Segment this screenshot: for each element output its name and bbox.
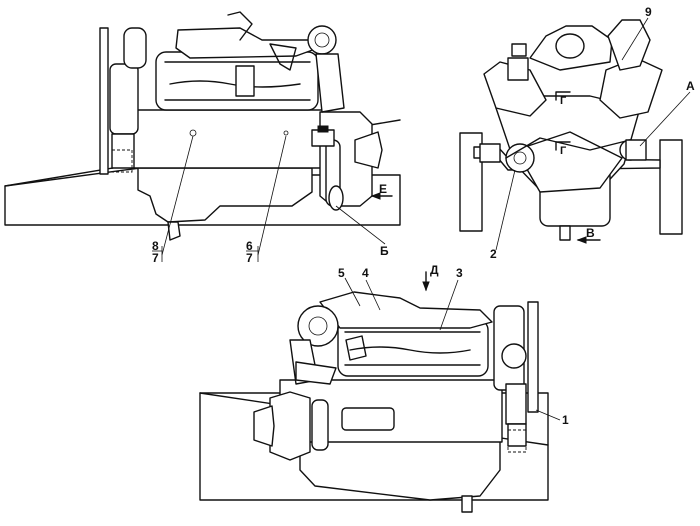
leader-6 [257,135,287,256]
side-view-right [199,271,561,513]
g-marker-top [555,91,571,101]
label-E: Е [379,182,387,196]
front-mount-left [111,133,135,169]
drain-front [559,225,571,241]
filter-front [507,57,529,81]
arrow-V-head [576,236,587,244]
engine-block-left [131,109,326,169]
valve-cover-wave-right [349,346,471,354]
fan-blade-right [527,301,539,413]
timing-cover-front [515,131,623,193]
turbo-center-right [308,316,328,336]
label-B-soft: Б [380,244,389,258]
bracket-bolt-left [317,125,329,133]
label-2: 2 [490,247,497,261]
leader-3 [439,279,459,331]
intake-right [319,291,493,329]
oil-filler-left [269,43,297,71]
alternator-left [109,63,139,135]
accessory-right [341,407,395,431]
exhaust-pipe-left [315,53,345,113]
drain-plug-left [167,221,181,241]
label-3: 3 [456,266,463,280]
label-7-left: 7 [152,251,159,265]
labels: 8 7 6 7 Б Е 2 9 А В Г Г Д 3 4 5 1 [152,5,695,427]
leader-8 [161,135,194,256]
label-4: 4 [362,266,369,280]
intake-pipe-left [227,11,253,41]
label-8: 8 [152,239,159,253]
front-bracket-right [505,383,527,425]
clutch-bell-right [253,405,275,447]
label-9: 9 [645,5,652,19]
label-7-right: 7 [246,251,253,265]
leader-5 [344,277,361,307]
pulley-crank-hub [513,151,527,165]
mount-left-front [479,143,501,163]
oil-filler-right [345,335,367,361]
mount-hidden-left [111,149,133,173]
drive-belt [505,137,631,159]
leader-A [639,91,691,147]
label-6: 6 [246,239,253,253]
clutch-bell-left [354,131,383,169]
pump-left [123,27,147,69]
label-1: 1 [562,413,569,427]
valve-cover-ribs-right [344,331,481,366]
front-mount-right [507,423,527,447]
arrow-D-head [422,281,430,292]
turbo-front [555,33,585,59]
intake-manifold-left [175,27,319,59]
label-A: А [686,79,695,93]
filter-cap-front [511,43,527,57]
side-view-left [4,11,401,256]
arrow-E-head [370,192,381,200]
air-pipe-front [607,19,651,71]
right-rail-front [659,139,683,235]
breather-left [235,65,255,97]
leader-4 [365,279,381,311]
label-5: 5 [338,266,345,280]
drain-right [461,495,473,513]
turbocharger-left [307,25,337,55]
starter-end-left [328,185,344,211]
oil-pan-right [299,439,501,501]
turbo-right [297,305,339,347]
front-view [459,17,691,251]
label-G-top: Г [560,95,567,107]
head-left-front [483,61,547,117]
marker-left-2 [283,130,289,136]
leader-B [335,205,386,245]
exhaust-elbow-right [295,361,337,385]
leader-2 [495,169,516,251]
leader-9 [621,17,649,61]
label-D: Д [430,263,439,277]
starter-right [311,399,329,451]
g-marker-bottom [555,141,571,151]
valve-cover-ribs-left [164,61,311,101]
label-G-bottom: Г [560,145,567,157]
valve-cover-wave-left [169,80,301,88]
pulley-crank [505,143,535,173]
leader-1 [535,409,561,421]
pulley-right-side [501,343,527,369]
flywheel-housing-right [269,391,311,461]
fan-blade-left [99,27,109,175]
label-V: В [586,226,595,240]
turbo-center-left [314,32,330,48]
